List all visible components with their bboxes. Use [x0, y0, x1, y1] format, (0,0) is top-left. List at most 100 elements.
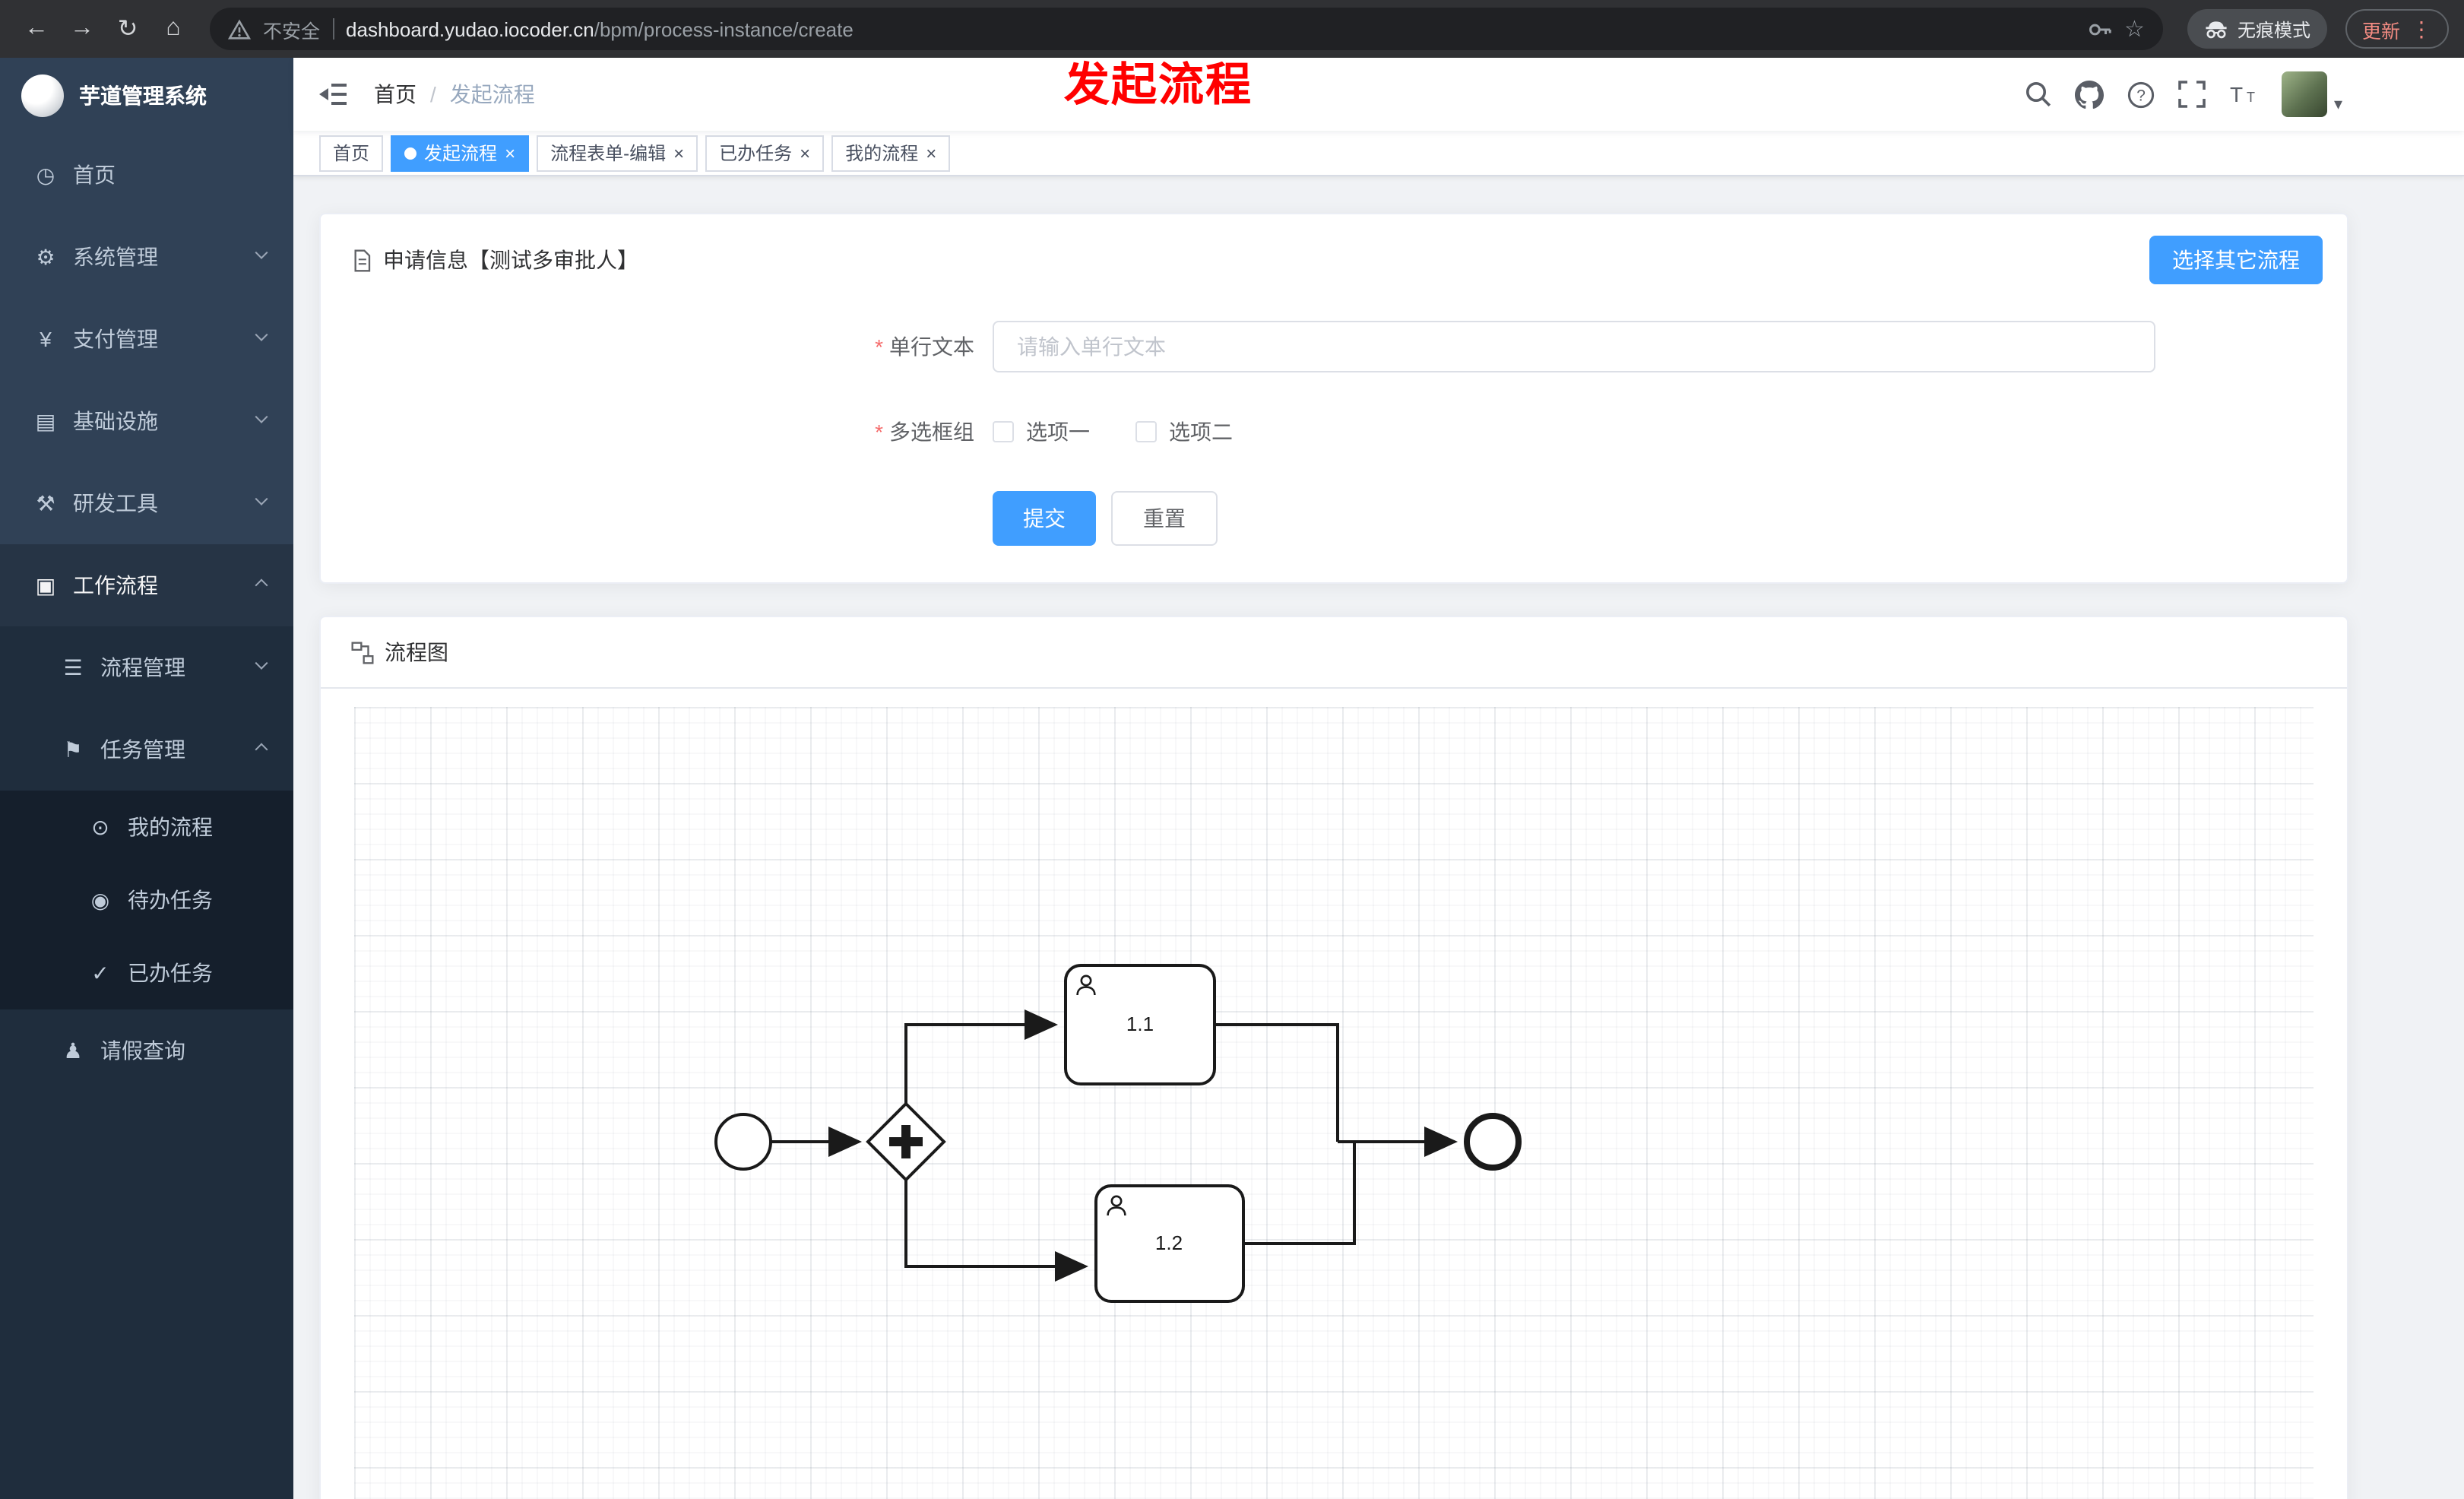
url-text: dashboard.yudao.iocoder.cn/bpm/process-i…	[346, 17, 854, 40]
browser-update-button[interactable]: 更新 ⋮	[2345, 9, 2449, 49]
incognito-icon	[2204, 17, 2228, 41]
bookmark-star-icon[interactable]: ☆	[2124, 17, 2145, 43]
tab-home[interactable]: 首页	[319, 135, 384, 171]
tab-start-process[interactable]: 发起流程 ×	[391, 135, 530, 171]
page-content: 申请信息【测试多审批人】 选择其它流程 *单行文本 *多选框组	[293, 176, 2464, 1499]
diagram-icon	[351, 641, 374, 664]
chevron-down-icon	[255, 246, 268, 259]
reset-button[interactable]: 重置	[1111, 491, 1218, 546]
checkbox-box[interactable]	[993, 421, 1014, 442]
topbar: 首页 / 发起流程 ?	[293, 58, 2464, 131]
chevron-down-icon	[255, 656, 268, 670]
sidebar-item-devtools[interactable]: ⚒ 研发工具	[0, 462, 293, 544]
sidebar-item-task-mgmt[interactable]: ⚑ 任务管理	[0, 708, 293, 791]
diagram-card-title-row: 流程图	[321, 617, 2347, 689]
sidebar-item-done-tasks[interactable]: ✓ 已办任务	[0, 936, 293, 1009]
chevron-down-icon	[255, 328, 268, 341]
address-bar[interactable]: 不安全 dashboard.yudao.iocoder.cn/bpm/proce…	[210, 8, 2163, 50]
tab-process-form-edit[interactable]: 流程表单-编辑 ×	[537, 135, 698, 171]
sidebar-item-todo-tasks[interactable]: ◉ 待办任务	[0, 864, 293, 936]
sidebar-item-infrastructure[interactable]: ▤ 基础设施	[0, 380, 293, 462]
bpmn-parallel-gateway[interactable]	[866, 1101, 946, 1182]
sidebar-item-workflow[interactable]: ▣ 工作流程	[0, 544, 293, 626]
svg-text:?: ?	[2137, 87, 2146, 104]
github-icon[interactable]	[2075, 80, 2105, 109]
bpmn-svg: 1.1 1.2	[714, 964, 1522, 1303]
checkbox-option-2[interactable]: 选项二	[1135, 417, 1233, 447]
edge-task1-join	[1215, 1023, 1339, 1142]
required-asterisk: *	[875, 420, 883, 444]
choose-other-process-button[interactable]: 选择其它流程	[2149, 236, 2323, 284]
submit-button[interactable]: 提交	[993, 491, 1096, 546]
active-tab-dot	[404, 147, 417, 159]
browser-menu-icon[interactable]: ⋮	[2411, 16, 2432, 40]
browser-toolbar: ← → ↻ ⌂ 不安全 dashboard.yudao.iocoder.cn/b…	[0, 0, 2464, 58]
breadcrumb-home[interactable]: 首页	[374, 82, 416, 106]
close-icon[interactable]: ×	[673, 142, 685, 163]
single-line-text-input[interactable]	[993, 321, 2155, 372]
workflow-icon: ▣	[35, 572, 56, 597]
sidebar-item-payment-mgmt[interactable]: ¥ 支付管理	[0, 298, 293, 380]
sidebar-item-system-mgmt[interactable]: ⚙ 系统管理	[0, 216, 293, 298]
forward-icon[interactable]: →	[70, 15, 94, 41]
svg-text:T: T	[2231, 83, 2244, 106]
sidebar-item-leave-query[interactable]: ♟ 请假查询	[0, 1009, 293, 1092]
checkbox-box[interactable]	[1135, 421, 1157, 442]
document-icon	[351, 249, 372, 271]
chevron-up-icon	[255, 578, 268, 592]
edge-task2-join	[1243, 1142, 1356, 1245]
close-icon[interactable]: ×	[800, 142, 811, 163]
close-icon[interactable]: ×	[926, 142, 937, 163]
fullscreen-icon[interactable]	[2179, 81, 2206, 108]
update-label[interactable]: 更新	[2361, 21, 2400, 42]
logo-avatar	[21, 74, 64, 117]
user-menu[interactable]: ▾	[2282, 71, 2342, 117]
task-mgmt-submenu: ⊙ 我的流程 ◉ 待办任务 ✓ 已办任务	[0, 791, 293, 1009]
tab-done-tasks[interactable]: 已办任务 ×	[705, 135, 825, 171]
bpmn-canvas[interactable]: 1.1 1.2	[354, 707, 2314, 1499]
diagram-wrap: 1.1 1.2	[321, 689, 2347, 1499]
security-label[interactable]: 不安全	[263, 21, 321, 42]
search-icon[interactable]	[2025, 81, 2053, 108]
back-icon[interactable]: ←	[24, 15, 49, 41]
omnibox-divider	[332, 18, 334, 40]
bpmn-start-event[interactable]	[714, 1113, 772, 1171]
chevron-down-icon	[255, 410, 268, 423]
not-secure-warning-icon	[228, 17, 251, 40]
home-icon[interactable]: ⌂	[166, 15, 181, 41]
sidebar-menu: ◷ 首页 ⚙ 系统管理 ¥ 支付管理 ▤ 基础设施	[0, 134, 293, 1499]
sidebar-item-home[interactable]: ◷ 首页	[0, 134, 293, 216]
infrastructure-icon: ▤	[35, 408, 56, 433]
bpmn-end-event[interactable]	[1464, 1113, 1522, 1171]
reload-icon[interactable]: ↻	[117, 17, 138, 43]
incognito-label: 无痕模式	[2237, 19, 2310, 40]
bpmn-user-task-1-1[interactable]: 1.1	[1064, 964, 1216, 1085]
breadcrumb: 首页 / 发起流程	[374, 79, 535, 109]
process-diagram-card: 流程图	[319, 616, 2348, 1499]
chevron-up-icon	[255, 743, 268, 756]
sidebar-item-my-process[interactable]: ⊙ 我的流程	[0, 791, 293, 864]
application-info-card: 申请信息【测试多审批人】 选择其它流程 *单行文本 *多选框组	[319, 213, 2348, 584]
dashboard-icon: ◷	[36, 162, 55, 186]
incognito-badge: 无痕模式	[2187, 9, 2327, 49]
sidebar-item-process-mgmt[interactable]: ☰ 流程管理	[0, 626, 293, 708]
sidebar-collapse-icon[interactable]	[319, 82, 347, 106]
workflow-submenu: ☰ 流程管理 ⚑ 任务管理 ⊙ 我的流程	[0, 626, 293, 1499]
task-label: 1.2	[1155, 1231, 1183, 1254]
close-icon[interactable]: ×	[505, 142, 516, 163]
password-key-icon[interactable]	[2086, 16, 2112, 42]
app-logo[interactable]: 芋道管理系统	[0, 58, 293, 134]
sidebar: 芋道管理系统 ◷ 首页 ⚙ 系统管理 ¥ 支付管理 ▤	[0, 58, 293, 1499]
person-icon: ♟	[63, 1038, 83, 1062]
help-icon[interactable]: ?	[2127, 80, 2156, 109]
breadcrumb-separator: /	[430, 82, 436, 106]
todo-tasks-icon: ◉	[90, 887, 110, 911]
tab-my-process[interactable]: 我的流程 ×	[831, 135, 951, 171]
bpmn-edges	[771, 1009, 1458, 1282]
bpmn-user-task-1-2[interactable]: 1.2	[1094, 1184, 1245, 1303]
checkbox-option-1[interactable]: 选项一	[993, 417, 1090, 447]
form-card-title: 申请信息【测试多审批人】	[383, 248, 638, 272]
form-card-title-row: 申请信息【测试多审批人】	[351, 245, 2317, 275]
